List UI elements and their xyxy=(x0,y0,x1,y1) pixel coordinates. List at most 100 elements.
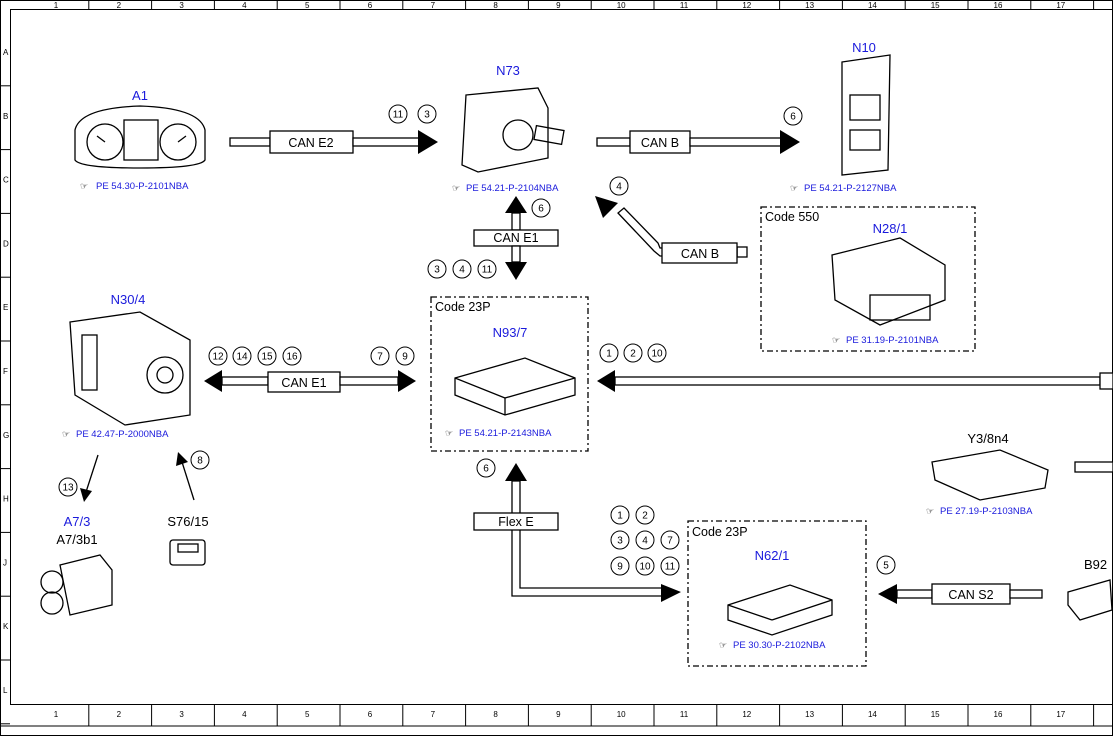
marker-label-m9a: 9 xyxy=(402,352,408,363)
marker-circle-m5 xyxy=(876,555,896,575)
marker-circle-m9a xyxy=(395,346,415,366)
code-550-box xyxy=(760,206,976,352)
central-gateway-n93[interactable] xyxy=(454,357,576,416)
marker-circle-m2a xyxy=(623,343,643,363)
bus-can-b-diag[interactable] xyxy=(595,196,748,264)
column-ruler-bottom-label: 7 xyxy=(431,710,436,719)
column-ruler-bottom-label: 16 xyxy=(994,710,1003,719)
component-id-y3[interactable]: Y3/8n4 xyxy=(967,431,1008,446)
reference-hand-icon: ☞ xyxy=(719,640,727,650)
esp-control-unit-n30[interactable] xyxy=(69,311,191,426)
column-ruler-top-label: 12 xyxy=(742,1,751,10)
component-ref-n10[interactable]: PE 54.21-P-2127NBA xyxy=(804,183,897,194)
arrow-s76-to-n30[interactable] xyxy=(176,452,195,501)
component-id-s76[interactable]: S76/15 xyxy=(167,514,208,529)
component-id-b92[interactable]: B92 xyxy=(1084,557,1107,572)
bus-can-b-top[interactable] xyxy=(596,130,800,154)
component-id-a7[interactable]: A7/3 xyxy=(64,514,91,529)
column-ruler-bottom-label: 10 xyxy=(617,710,626,719)
component-ref-n28[interactable]: PE 31.19-P-2101NBA xyxy=(846,335,939,346)
marker-circle-m4c xyxy=(635,530,655,550)
bus-label-can-b-diag[interactable]: CAN B xyxy=(681,247,719,261)
component-ref-y3[interactable]: PE 27.19-P-2103NBA xyxy=(940,506,1033,517)
bus-label-can-s2[interactable]: CAN S2 xyxy=(948,588,993,602)
marker-circle-m11b xyxy=(477,259,497,279)
marker-label-m5: 5 xyxy=(883,561,889,572)
bus-can-e1-vertical[interactable] xyxy=(473,196,559,280)
marker-label-m2b: 2 xyxy=(642,511,648,522)
component-id-n62[interactable]: N62/1 xyxy=(755,548,790,563)
column-ruler-bottom-label: 17 xyxy=(1056,710,1065,719)
parktronic-unit-n62[interactable] xyxy=(727,584,833,636)
row-ruler-label: B xyxy=(3,112,8,121)
component-id-n93[interactable]: N93/7 xyxy=(493,325,528,340)
bus-label-can-e1-vertical[interactable]: CAN E1 xyxy=(493,231,538,245)
bus-right-to-n93[interactable] xyxy=(597,370,1113,392)
brake-booster-icon xyxy=(59,554,113,616)
marker-label-m1b: 1 xyxy=(617,511,623,522)
trailer-module-n28[interactable] xyxy=(831,237,946,326)
column-ruler-bottom-label: 1 xyxy=(54,710,59,719)
bus-can-s2[interactable] xyxy=(878,583,1043,605)
instrument-cluster-a1[interactable] xyxy=(74,105,206,169)
column-ruler-top-label: 8 xyxy=(493,1,498,10)
column-ruler-top-label: 4 xyxy=(242,1,247,10)
bus-label-can-e2[interactable]: CAN E2 xyxy=(288,136,333,150)
marker-label-m15: 15 xyxy=(261,352,273,363)
arrow-n30-to-a7[interactable] xyxy=(80,454,99,502)
component-ref-n93[interactable]: PE 54.21-P-2143NBA xyxy=(459,428,552,439)
row-ruler-label: F xyxy=(3,367,8,376)
row-ruler-label: K xyxy=(3,622,9,631)
column-ruler-top-label: 9 xyxy=(556,1,561,10)
row-ruler-label: D xyxy=(3,239,9,248)
bus-label-can-b-top[interactable]: CAN B xyxy=(641,136,679,150)
component-ref-n73[interactable]: PE 54.21-P-2104NBA xyxy=(466,183,559,194)
bus-label-can-e1-left[interactable]: CAN E1 xyxy=(281,376,326,390)
instrument-cluster-icon xyxy=(74,105,206,169)
ignition-switch-n73[interactable] xyxy=(461,87,565,173)
marker-label-m4b: 4 xyxy=(459,265,465,276)
component-ref-n30[interactable]: PE 42.47-P-2000NBA xyxy=(76,429,169,440)
component-id-n30[interactable]: N30/4 xyxy=(111,292,146,307)
switch-s76[interactable] xyxy=(169,539,206,566)
marker-circle-m6b xyxy=(783,106,803,126)
column-ruler-bottom-label: 3 xyxy=(179,710,184,719)
component-id-n28[interactable]: N28/1 xyxy=(873,221,908,236)
brake-booster-a7[interactable] xyxy=(40,554,113,616)
column-ruler-bottom-label: 12 xyxy=(742,710,751,719)
component-ref-a1[interactable]: PE 54.30-P-2101NBA xyxy=(96,181,189,192)
code-23p-box-n62 xyxy=(687,520,867,667)
transmission-control-y3[interactable] xyxy=(931,449,1049,501)
marker-circle-m10a xyxy=(647,343,667,363)
marker-label-m13: 13 xyxy=(62,483,74,494)
marker-circle-m7b xyxy=(660,530,680,550)
column-ruler-top-label: 5 xyxy=(305,1,310,10)
code-label-23p-n62: Code 23P xyxy=(692,525,748,539)
bus-can-e2[interactable] xyxy=(229,130,438,154)
bus-flex-e[interactable] xyxy=(473,463,681,602)
bus-can-e1-left[interactable] xyxy=(204,370,416,393)
bus-label-flex-e[interactable]: Flex E xyxy=(498,515,533,529)
column-ruler-bottom-label: 6 xyxy=(368,710,373,719)
bus-y3-stub[interactable] xyxy=(1074,461,1113,473)
marker-circle-m3c xyxy=(610,530,630,550)
component-ref-n62[interactable]: PE 30.30-P-2102NBA xyxy=(733,640,826,651)
sensor-b92[interactable] xyxy=(1067,579,1113,621)
component-id-n73[interactable]: N73 xyxy=(496,63,520,78)
marker-label-m7a: 7 xyxy=(377,352,383,363)
column-ruler-bottom-label: 14 xyxy=(868,710,877,719)
column-ruler-bottom-label: 8 xyxy=(493,710,498,719)
sam-module-icon xyxy=(841,54,891,176)
component-sub-a7[interactable]: A7/3b1 xyxy=(56,532,97,547)
column-ruler-top-label: 16 xyxy=(994,1,1003,10)
sensor-icon xyxy=(1067,579,1113,621)
component-id-a1[interactable]: A1 xyxy=(132,88,148,103)
sam-control-unit-n10[interactable] xyxy=(841,54,891,176)
marker-label-m14: 14 xyxy=(236,352,248,363)
row-ruler-label: C xyxy=(3,176,9,185)
code-label-550: Code 550 xyxy=(765,210,819,224)
component-id-n10[interactable]: N10 xyxy=(852,40,876,55)
reference-hand-icon: ☞ xyxy=(926,506,934,516)
